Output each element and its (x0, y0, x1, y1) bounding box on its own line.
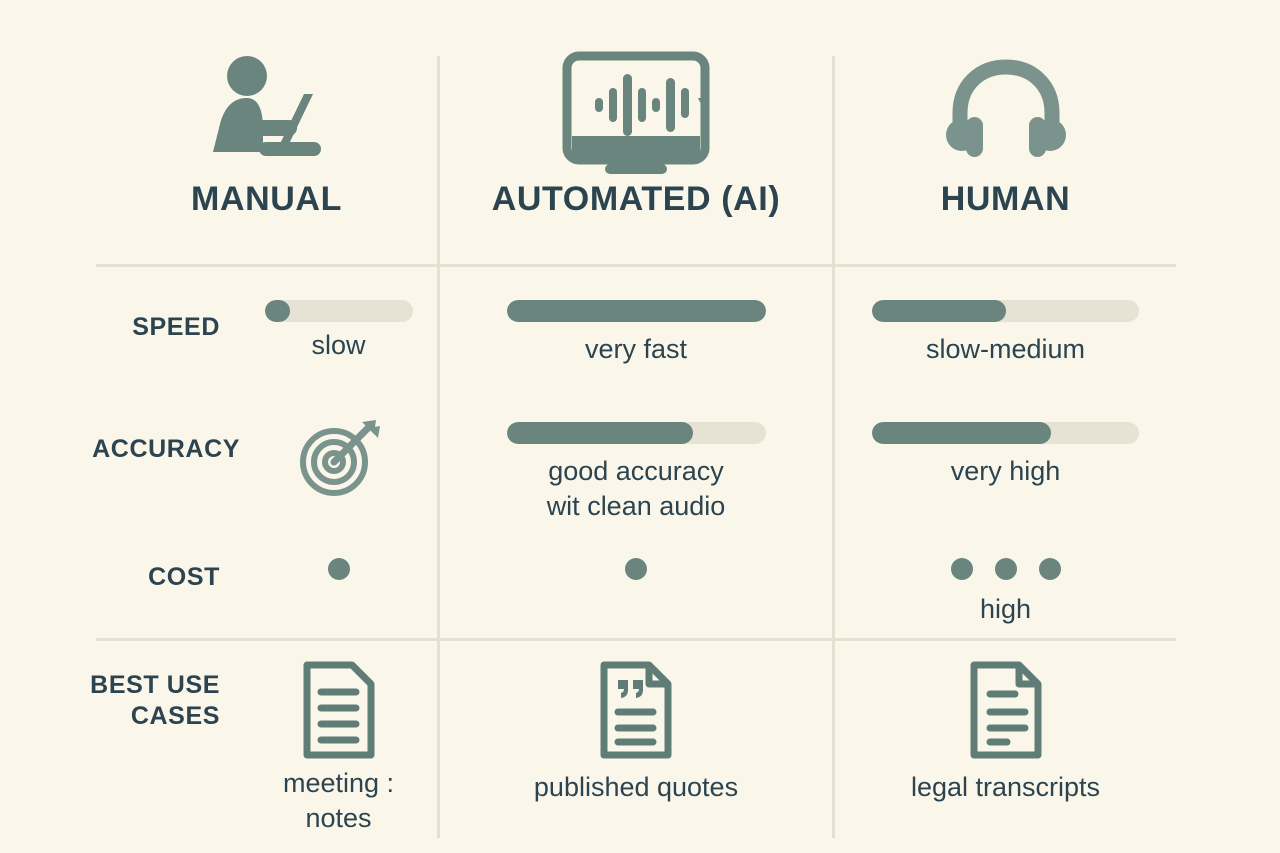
speed-bar-automated (506, 300, 766, 322)
document-lines-icon (967, 656, 1045, 760)
cost-caption-human: high (979, 594, 1032, 624)
cell-speed-human: slow-medium (835, 300, 1176, 367)
speed-bar-human (872, 300, 1139, 322)
cost-dots-automated (625, 556, 647, 582)
accuracy-bar-automated-fill (506, 422, 693, 444)
accuracy-bar-human-fill (872, 422, 1051, 444)
row-label-accuracy: ACCURACY (92, 435, 240, 463)
column-divider-left (437, 56, 440, 838)
document-lines-icon (300, 656, 378, 760)
cell-use-case-automated: published quotes (440, 656, 832, 805)
speed-caption-manual: slow (311, 330, 366, 360)
cell-accuracy-automated: good accuracy wit clean audio (440, 422, 832, 523)
column-header-manual: MANUAL (96, 52, 437, 252)
cell-speed-manual: slow (240, 300, 437, 363)
row-label-cost: COST (148, 563, 220, 591)
cost-dots-human (950, 556, 1061, 582)
cost-dot (1038, 558, 1061, 580)
speed-caption-automated: very fast (584, 334, 688, 364)
use-cases-divider (96, 638, 1176, 641)
accuracy-bar-human (872, 422, 1139, 444)
row-label-best-use-cases: BEST USE CASES (90, 671, 220, 730)
speed-bar-manual (264, 300, 413, 322)
cell-use-case-human: legal transcripts (835, 656, 1176, 805)
column-header-human: HUMAN (835, 52, 1176, 252)
cost-dot (994, 558, 1017, 580)
cost-dot (327, 558, 350, 580)
cost-dot (950, 558, 973, 580)
cost-dot (625, 558, 647, 580)
cost-dots-manual (327, 556, 350, 582)
cell-use-case-manual: meeting : notes (240, 656, 437, 835)
document-quotes-icon (597, 656, 675, 760)
target-bullseye-icon (296, 420, 382, 496)
accuracy-caption-automated: good accuracy wit clean audio (546, 456, 726, 521)
use-case-caption-automated: published quotes (533, 772, 739, 802)
header-divider (96, 264, 1176, 267)
speed-bar-human-fill (872, 300, 1006, 322)
cell-accuracy-manual (240, 420, 437, 500)
cell-accuracy-human: very high (835, 422, 1176, 489)
speed-caption-human: slow-medium (925, 334, 1086, 364)
speed-bar-automated-fill (506, 300, 766, 322)
cell-cost-automated (440, 556, 832, 592)
accuracy-bar-automated (506, 422, 766, 444)
column-header-automated: AUTOMATED (AI) (440, 51, 832, 252)
monitor-waveform-icon (561, 51, 711, 174)
cell-cost-human: high (835, 556, 1176, 627)
column-label-manual: MANUAL (191, 180, 342, 218)
column-label-human: HUMAN (940, 180, 1071, 218)
person-at-laptop-icon (187, 52, 347, 172)
column-label-automated: AUTOMATED (AI) (491, 180, 781, 218)
use-case-caption-human: legal transcripts (910, 772, 1101, 802)
accuracy-caption-human: very high (950, 456, 1061, 486)
cell-cost-manual (240, 556, 437, 588)
headphones-icon (945, 52, 1066, 172)
cell-speed-automated: very fast (440, 300, 832, 367)
use-case-caption-manual: meeting : notes (282, 768, 395, 833)
speed-bar-manual-fill (264, 300, 290, 322)
row-label-speed: SPEED (132, 313, 220, 341)
column-divider-right (832, 56, 835, 838)
